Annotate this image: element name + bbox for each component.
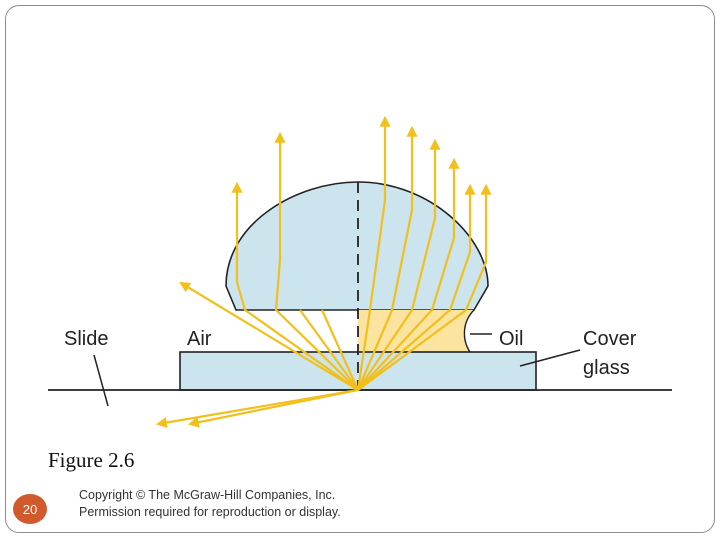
cover-glass-label-line2: glass [583, 357, 630, 379]
ray-air-2 [274, 131, 359, 391]
light-rays [155, 115, 492, 428]
ray-oil-2 [356, 125, 418, 391]
oil-meniscus [463, 309, 475, 353]
ray-oil-1 [356, 115, 391, 391]
ray-air-4 [320, 309, 360, 391]
ray-air-1 [231, 181, 359, 391]
air-label: Air [187, 328, 212, 350]
objective-lens [225, 181, 489, 311]
ray-air-3 [299, 309, 359, 391]
ray-oil-3 [357, 138, 441, 391]
ray-oil-5 [357, 183, 476, 391]
page-number-badge: 20 [13, 494, 47, 524]
copyright-line-1: Copyright © The McGraw-Hill Companies, I… [79, 488, 336, 502]
ray-air-escape [179, 281, 359, 391]
ray-oil-6 [357, 183, 492, 391]
figure-caption: Figure 2.6 [48, 448, 135, 472]
copyright-line-2: Permission required for reproduction or … [79, 505, 341, 519]
cover-glass-label-line1: Cover [583, 328, 637, 350]
ray-reflected-2 [187, 388, 359, 428]
cover-glass-leader-line [519, 349, 581, 367]
oil-label: Oil [499, 328, 523, 350]
copyright-notice: Copyright © The McGraw-Hill Companies, I… [79, 487, 341, 521]
ray-oil-4 [357, 157, 460, 391]
slide-label: Slide [64, 328, 108, 350]
slide-leader-line [93, 354, 109, 407]
